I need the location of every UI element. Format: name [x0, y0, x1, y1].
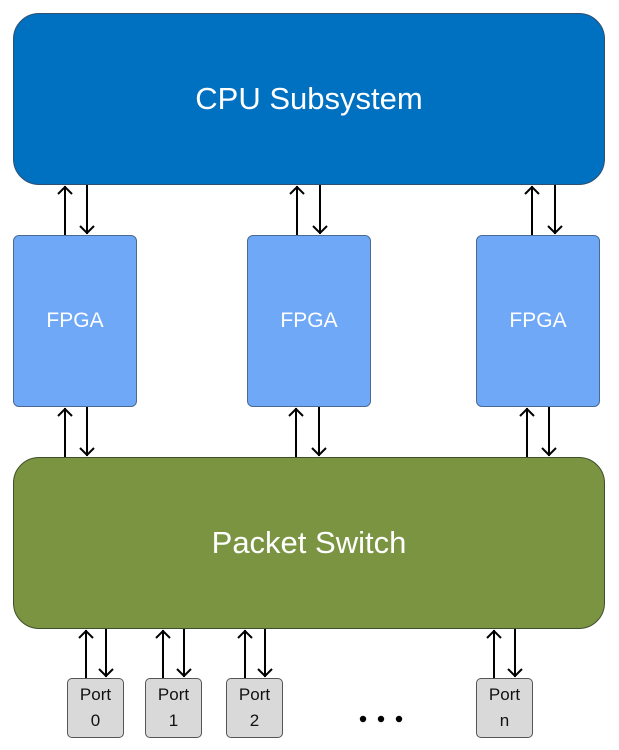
arrow-down-fpga3-switch	[541, 407, 557, 457]
arrow-up-fpga1-switch	[57, 407, 73, 457]
port-number: n	[499, 711, 510, 730]
port-block-0: Port 0	[67, 678, 124, 738]
port-number: 2	[249, 711, 260, 730]
arrow-up-switch-port0	[78, 629, 94, 678]
cpu-subsystem-block: CPU Subsystem	[13, 13, 605, 185]
cpu-subsystem-label: CPU Subsystem	[195, 81, 423, 116]
ellipsis-dot	[395, 715, 403, 723]
arrow-down-cpu-fpga2	[312, 185, 328, 235]
arrow-down-cpu-fpga1	[79, 185, 95, 235]
arrow-up-fpga2-switch	[288, 407, 304, 457]
arrow-up-cpu-fpga1	[57, 185, 73, 235]
fpga-block-3: FPGA	[476, 235, 600, 407]
fpga-block-2: FPGA	[247, 235, 371, 407]
arrow-down-switch-port2	[257, 629, 273, 678]
port-label: Port	[79, 685, 112, 704]
arrow-down-cpu-fpga3	[547, 185, 563, 235]
port-number: 0	[90, 711, 101, 730]
arrow-up-switch-port1	[155, 629, 171, 678]
arrow-up-switch-portn	[486, 629, 502, 678]
packet-switch-label: Packet Switch	[211, 525, 407, 560]
port-label: Port	[238, 685, 271, 704]
arrow-up-fpga3-switch	[519, 407, 535, 457]
port-block-n: Port n	[476, 678, 533, 738]
ellipsis-dot	[377, 715, 385, 723]
arrow-up-switch-port2	[237, 629, 253, 678]
fpga-block-1: FPGA	[13, 235, 137, 407]
fpga-label: FPGA	[280, 309, 338, 332]
port-number: 1	[168, 711, 179, 730]
ellipsis-dots	[359, 715, 403, 723]
arrow-up-cpu-fpga2	[289, 185, 305, 235]
port-label: Port	[488, 685, 521, 704]
arrow-down-switch-port0	[98, 629, 114, 678]
packet-switch-block: Packet Switch	[13, 457, 605, 629]
ellipsis-dot	[359, 715, 367, 723]
port-block-1: Port 1	[145, 678, 202, 738]
arrow-down-fpga2-switch	[311, 407, 327, 457]
arrow-down-switch-portn	[507, 629, 523, 678]
arrow-up-cpu-fpga3	[524, 185, 540, 235]
fpga-label: FPGA	[509, 309, 567, 332]
port-block-2: Port 2	[226, 678, 283, 738]
fpga-label: FPGA	[46, 309, 104, 332]
port-label: Port	[157, 685, 190, 704]
arrow-down-switch-port1	[176, 629, 192, 678]
arrow-down-fpga1-switch	[79, 407, 95, 457]
